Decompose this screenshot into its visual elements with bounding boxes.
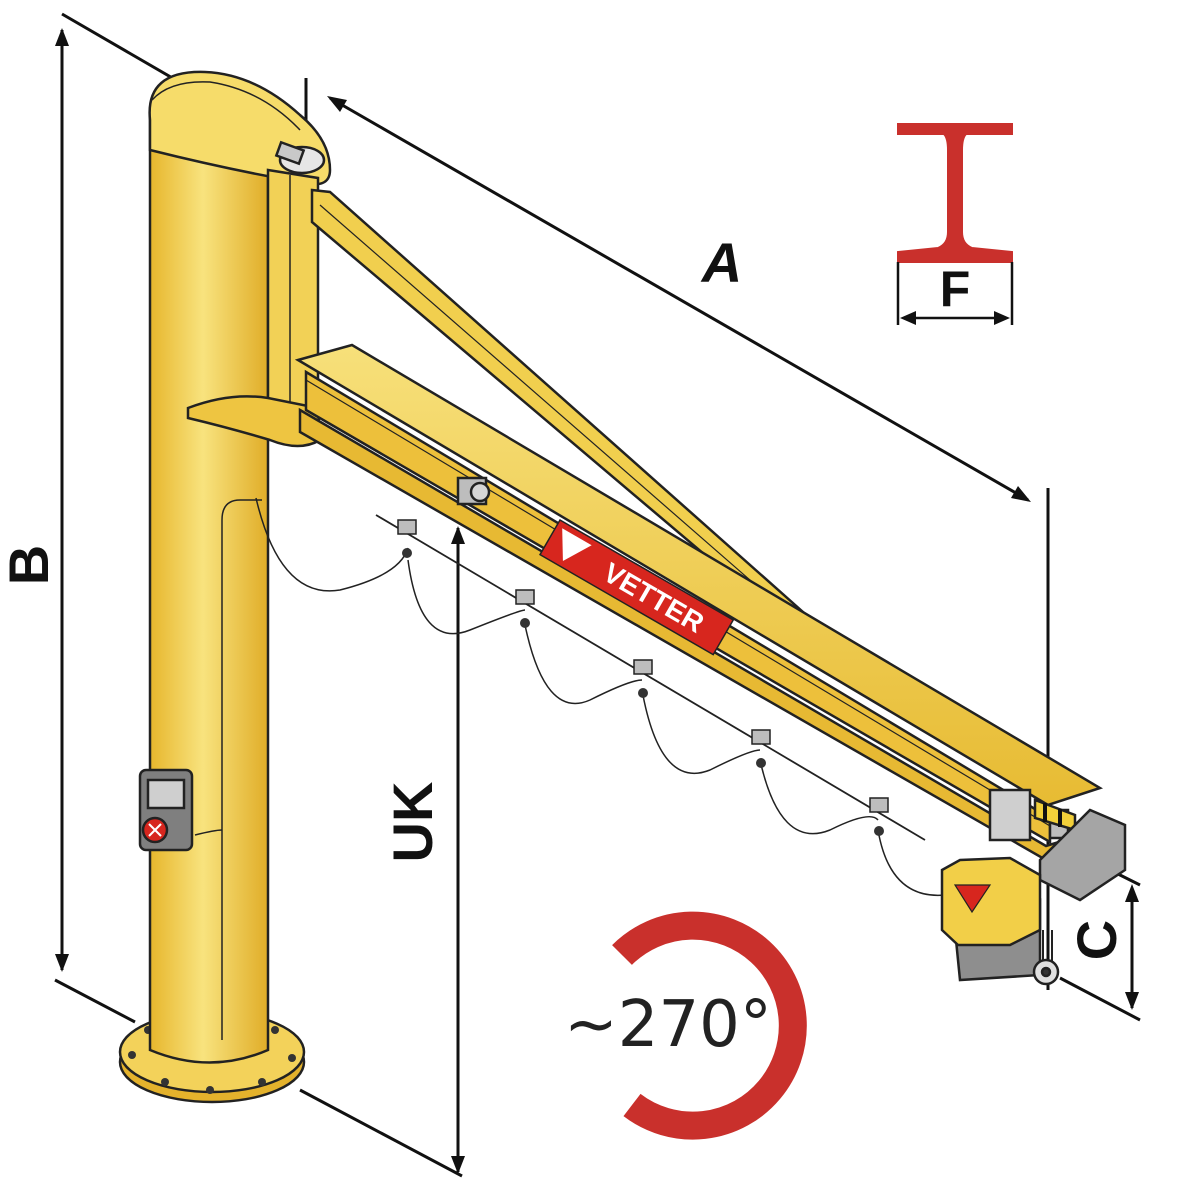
- dimension-c-bottom-extension: [1059, 976, 1141, 1022]
- festoon-track: [375, 514, 926, 841]
- festoon-trolley-4: [751, 729, 771, 745]
- dimension-b-bottom-extension: [54, 978, 136, 1024]
- festoon-cable-system: [194, 497, 946, 897]
- rotation-arc-icon: [612, 911, 807, 1140]
- logo-plate: [538, 518, 735, 656]
- dimension-c-label: C: [1065, 920, 1128, 960]
- festoon-trolley-2: [515, 589, 535, 605]
- logo-v-mark: [562, 528, 592, 561]
- hoist-logo-mark: [953, 884, 992, 914]
- column-cable-channel: [221, 499, 262, 521]
- control-switch-box: [138, 768, 194, 852]
- dimension-uk-bottom-extension: [299, 1088, 463, 1178]
- dimension-a-line: [329, 96, 1029, 502]
- dimension-b-label: B: [0, 545, 60, 585]
- festoon-trolley-1: [397, 519, 417, 535]
- column-collar: [186, 395, 322, 448]
- dimension-a-label: A: [700, 231, 742, 294]
- dimension-lines: [54, 12, 1141, 1178]
- dimension-f-label: F: [940, 261, 971, 317]
- rotation-angle-label: ~270°: [564, 988, 772, 1062]
- festoon-trolley-5: [869, 797, 889, 813]
- i-beam-profile-icon: [896, 123, 1014, 325]
- hoist-trolley: [988, 788, 1032, 842]
- beam-top-flange: [294, 343, 1104, 807]
- column-body: [148, 108, 270, 1064]
- crane-column: [118, 70, 332, 1104]
- hoist-body: [940, 856, 1042, 947]
- festoon-trolley-3: [633, 659, 653, 675]
- dimension-uk-label: UK: [381, 782, 444, 863]
- chain-hoist: [940, 788, 1127, 986]
